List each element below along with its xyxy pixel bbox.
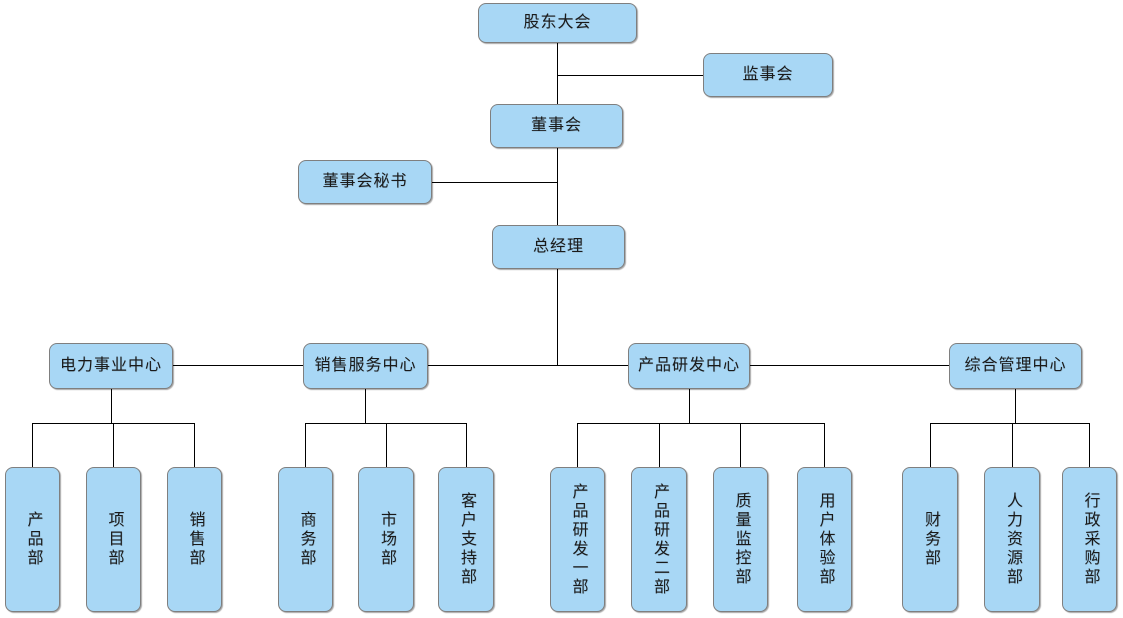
node-label: 综合管理中心 [964,357,1067,374]
node-label: 质量监控部 [732,492,750,587]
connector-line [577,423,578,467]
org-node-product-rd-center[interactable]: 产品研发中心 [628,343,750,389]
connector-line [305,423,466,424]
org-node-product-rd-dept-2[interactable]: 产品研发二部 [631,467,687,612]
org-node-general-management-center[interactable]: 综合管理中心 [949,343,1082,389]
org-node-human-resources-dept[interactable]: 人力资源部 [984,467,1040,612]
org-node-product-dept[interactable]: 产品部 [5,467,60,612]
org-node-power-business-center[interactable]: 电力事业中心 [49,343,173,389]
node-label: 人力资源部 [1004,492,1021,587]
connector-line [824,423,825,467]
connector-line [111,389,112,423]
connector-line [689,389,690,423]
connector-line [365,389,366,423]
node-label: 总经理 [532,238,584,255]
org-node-business-dept[interactable]: 商务部 [278,467,333,612]
node-label: 董事会 [530,117,582,134]
org-node-project-dept[interactable]: 项目部 [86,467,141,612]
connector-line [557,43,558,104]
connector-line [305,423,306,467]
node-label: 销售服务中心 [314,357,417,374]
org-node-customer-support-dept[interactable]: 客户支持部 [438,467,494,612]
connector-line [930,423,931,467]
node-label: 监事会 [742,66,794,83]
connector-line [577,423,825,424]
node-label: 产品研发中心 [637,357,740,374]
org-node-quality-control-dept[interactable]: 质量监控部 [713,467,768,612]
connector-line [1089,423,1090,467]
node-label: 项目部 [105,511,123,568]
node-label: 市场部 [378,511,395,568]
org-node-sales-service-center[interactable]: 销售服务中心 [303,343,428,389]
org-node-user-experience-dept[interactable]: 用户体验部 [797,467,852,612]
node-label: 产品研发一部 [569,482,587,597]
connector-line [194,423,195,467]
connector-line [1015,389,1016,423]
connector-line [32,423,33,467]
node-label: 产品部 [24,511,42,568]
node-label: 财务部 [922,511,939,568]
connector-line [740,423,741,467]
node-label: 董事会秘书 [322,173,408,190]
node-label: 客户支持部 [458,492,475,587]
connector-line [1012,423,1013,467]
node-label: 行政采购部 [1081,492,1099,587]
connector-line [113,423,114,467]
org-node-shareholders-meeting[interactable]: 股东大会 [478,3,637,43]
org-node-marketing-dept[interactable]: 市场部 [358,467,414,612]
org-node-board-secretary[interactable]: 董事会秘书 [298,160,432,204]
org-node-general-manager[interactable]: 总经理 [492,225,625,269]
org-node-supervisory-board[interactable]: 监事会 [703,53,833,97]
connector-line [557,148,558,225]
connector-line [386,423,387,467]
connector-line [659,423,660,467]
connector-line [557,75,703,76]
org-node-admin-procurement-dept[interactable]: 行政采购部 [1062,467,1117,612]
org-node-finance-dept[interactable]: 财务部 [902,467,958,612]
node-label: 商务部 [297,511,315,568]
node-label: 产品研发二部 [651,482,668,597]
node-label: 销售部 [186,511,204,568]
node-label: 电力事业中心 [59,357,162,374]
org-node-sales-dept[interactable]: 销售部 [167,467,222,612]
connector-line [432,182,557,183]
node-label: 股东大会 [523,14,592,31]
connector-line [466,423,467,467]
node-label: 用户体验部 [816,492,834,587]
connector-line [930,423,1090,424]
org-node-board-of-directors[interactable]: 董事会 [490,104,623,148]
org-node-product-rd-dept-1[interactable]: 产品研发一部 [550,467,605,612]
connector-line [111,365,1016,366]
connector-line [557,269,558,366]
